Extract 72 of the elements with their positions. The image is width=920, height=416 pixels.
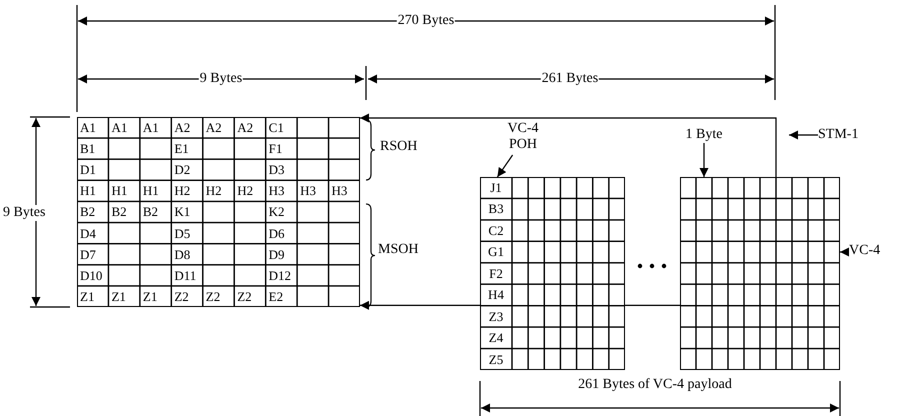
leader-arrow <box>496 154 514 178</box>
overhead-byte-label: H2 <box>206 183 222 198</box>
overhead-byte-label: D6 <box>268 226 285 241</box>
overhead-byte-label: B2 <box>111 204 127 220</box>
dimension-label: 261 Bytes <box>540 71 600 87</box>
callout-label: STM-1 <box>818 127 862 143</box>
overhead-byte-label: C1 <box>268 120 284 135</box>
overhead-byte-label: D9 <box>268 246 285 262</box>
payload-byte-grid <box>680 177 840 370</box>
overhead-byte-label: A1 <box>142 120 159 135</box>
overhead-byte-label: A1 <box>111 120 128 135</box>
dimension-label: 270 Bytes <box>396 13 456 29</box>
overhead-byte-label: E2 <box>268 288 284 304</box>
overhead-byte-label: H1 <box>80 183 96 198</box>
overhead-byte-label: A2 <box>206 120 222 135</box>
arrow <box>360 114 777 177</box>
overhead-byte-label: D7 <box>80 246 96 262</box>
overhead-byte-label: D5 <box>174 226 190 241</box>
overhead-byte-label: Z2 <box>174 288 189 304</box>
overhead-byte-label: K1 <box>174 204 190 220</box>
overhead-byte-label: Z2 <box>237 288 252 304</box>
overhead-byte-label: H3 <box>268 183 285 198</box>
overhead-byte-label: A2 <box>174 120 190 135</box>
overhead-byte-label: D11 <box>174 268 196 283</box>
overhead-byte-label: B2 <box>142 204 158 220</box>
callout-label: RSOH <box>380 139 424 157</box>
overhead-byte-label: B2 <box>80 204 96 220</box>
overhead-byte-label: D12 <box>268 268 292 283</box>
overhead-byte-label: D3 <box>268 162 285 178</box>
overhead-byte-label: F1 <box>268 141 282 156</box>
poh-byte-label: Z5 <box>488 352 504 367</box>
overhead-byte-label: A2 <box>237 120 254 135</box>
overhead-byte-label: H3 <box>300 183 316 198</box>
overhead-byte-label: H2 <box>174 183 190 198</box>
overhead-byte-label: Z1 <box>142 288 158 304</box>
dimension-label: 9 Bytes <box>198 71 244 87</box>
callout-label: 1 Byte <box>679 127 729 143</box>
poh-byte-label: F2 <box>489 266 503 281</box>
overhead-byte-label: A1 <box>80 120 96 135</box>
poh-byte-grid <box>480 177 625 370</box>
overhead-byte-label: D8 <box>174 246 190 262</box>
overhead-byte-label: D2 <box>174 162 190 178</box>
overhead-byte-label: D4 <box>80 226 96 241</box>
poh-byte-label: J1 <box>490 180 502 195</box>
leader-arrow <box>700 143 708 177</box>
poh-byte-label: H4 <box>488 287 504 302</box>
overhead-byte-label: Z2 <box>206 288 220 304</box>
overhead-byte-label: D10 <box>80 268 102 283</box>
overhead-byte-label: E1 <box>174 141 189 156</box>
overhead-byte-label: H2 <box>237 183 254 198</box>
overhead-byte-grid <box>77 117 360 307</box>
callout-label: VC-4 POH <box>497 121 549 155</box>
overhead-byte-label: H1 <box>111 183 128 198</box>
poh-byte-label: B3 <box>488 201 504 216</box>
overhead-byte-label: H3 <box>332 183 348 198</box>
poh-byte-label: Z4 <box>488 330 504 346</box>
arrow <box>789 130 818 140</box>
overhead-byte-label: Z1 <box>80 288 94 304</box>
dimension-label: 261 Bytes of VC-4 payload <box>578 377 732 393</box>
arrow <box>840 248 849 256</box>
overhead-byte-label: Z1 <box>111 288 126 304</box>
dimension-label: 9 Bytes <box>2 205 46 221</box>
poh-byte-label: Z3 <box>488 308 504 324</box>
poh-byte-label: C2 <box>488 222 504 238</box>
arrow <box>360 300 480 310</box>
overhead-byte-label: D1 <box>80 162 96 178</box>
callout-label: VC-4 <box>849 243 889 261</box>
callout-label: MSOH <box>378 242 426 260</box>
poh-byte-label: G1 <box>488 244 504 260</box>
overhead-byte-label: B1 <box>80 141 96 156</box>
overhead-byte-label: H1 <box>142 183 159 198</box>
overhead-byte-label: K2 <box>268 204 285 220</box>
